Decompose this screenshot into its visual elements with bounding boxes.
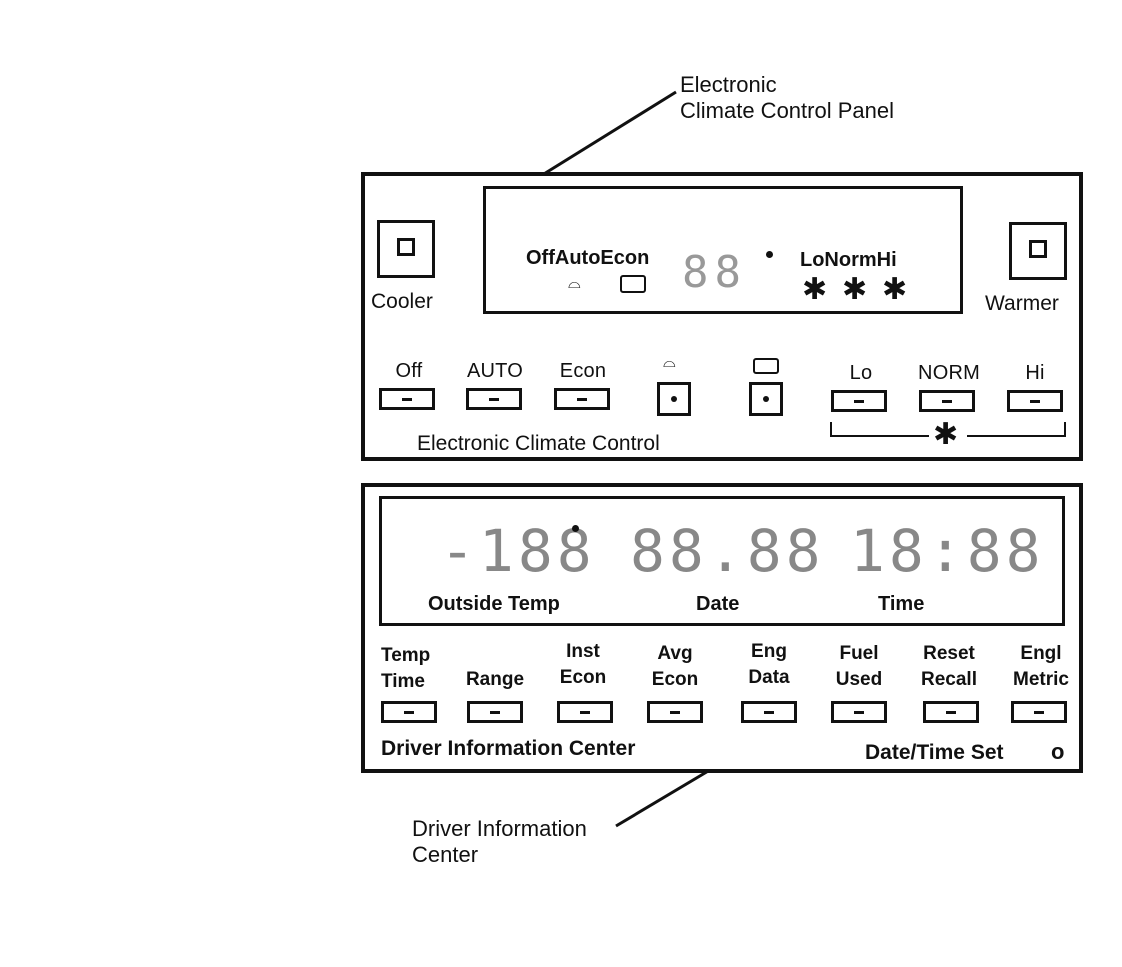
econ-button-label: Econ (559, 360, 607, 382)
reset-recall-button-label: Reset Recall (921, 643, 977, 690)
engl-metric-button[interactable] (1011, 701, 1067, 723)
outside-temp-digits: -188 (440, 517, 596, 585)
fan-group-icon: ✱ (933, 418, 959, 451)
norm-button-label: NORM (918, 362, 980, 384)
rear-defrost-button[interactable] (749, 382, 783, 416)
date-time-set-label: Date/Time Set (865, 741, 1004, 764)
hi-button-label: Hi (1025, 362, 1045, 384)
temp-time-button[interactable] (381, 701, 437, 723)
rear-defrost-button-icon (753, 358, 779, 374)
cooler-button[interactable] (377, 220, 435, 278)
driver-information-center-panel: -188 88.88 18:88 Outside Temp Date Time … (361, 483, 1083, 773)
avg-econ-button[interactable] (647, 701, 703, 723)
warmer-label: Warmer (985, 292, 1059, 315)
time-label: Time (878, 593, 925, 615)
fan-speed-text: LoNormHi (800, 249, 897, 271)
date-time-set-indicator[interactable]: o (1051, 739, 1065, 764)
inst-econ-button[interactable] (557, 701, 613, 723)
climate-control-panel: Cooler Warmer OffAutoEcon ⌓ 88 LoNormHi … (361, 172, 1083, 461)
dic-panel-title: Driver Information Center (381, 737, 636, 760)
eng-data-button-label: Eng Data (748, 641, 790, 688)
range-button[interactable] (467, 701, 523, 723)
degree-indicator (766, 251, 773, 258)
range-button-label: Range (465, 669, 525, 690)
dic-lcd-display: -188 88.88 18:88 Outside Temp Date Time (379, 496, 1065, 626)
auto-button-label: AUTO (467, 360, 523, 382)
callout-driver-information-center: Driver Information Center (412, 816, 587, 867)
bottom-arrow-line (615, 762, 721, 828)
cooler-label: Cooler (371, 290, 433, 313)
eng-data-button[interactable] (741, 701, 797, 723)
off-button-label: Off (395, 360, 423, 382)
windshield-defrost-button-icon: ⌓ (663, 354, 676, 371)
avg-econ-button-label: Avg Econ (651, 643, 699, 690)
climate-lcd-display: OffAutoEcon ⌓ 88 LoNormHi ✱ ✱ ✱ (483, 186, 963, 314)
climate-temp-digits: 88 (682, 247, 747, 298)
lo-button[interactable] (831, 390, 887, 412)
mode-indicator-text: OffAutoEcon (526, 247, 650, 269)
lo-button-label: Lo (849, 362, 873, 384)
callout-electronic-climate-control-panel: Electronic Climate Control Panel (680, 72, 894, 123)
time-digits: 18:88 (850, 517, 1045, 585)
fan-bracket (830, 422, 1066, 437)
engl-metric-button-label: Engl Metric (1013, 643, 1069, 690)
outside-temp-label: Outside Temp (428, 593, 560, 615)
inst-econ-button-label: Inst Econ (559, 641, 607, 688)
rear-defrost-icon (620, 275, 646, 293)
fan-lo-icon: ✱ (802, 273, 828, 306)
fan-hi-icon: ✱ (882, 273, 908, 306)
temp-time-button-label: Temp Time (381, 645, 431, 692)
hi-button[interactable] (1007, 390, 1063, 412)
off-button[interactable] (379, 388, 435, 410)
date-digits: 88.88 (630, 517, 825, 585)
auto-button[interactable] (466, 388, 522, 410)
date-label: Date (696, 593, 740, 615)
climate-panel-title: Electronic Climate Control (417, 432, 660, 455)
windshield-defrost-button[interactable] (657, 382, 691, 416)
windshield-defrost-icon: ⌓ (568, 275, 581, 292)
reset-recall-button[interactable] (923, 701, 979, 723)
norm-button[interactable] (919, 390, 975, 412)
outside-temp-degree-indicator (572, 525, 579, 532)
fuel-used-button-label: Fuel Used (835, 643, 883, 690)
econ-button[interactable] (554, 388, 610, 410)
warmer-button[interactable] (1009, 222, 1067, 280)
fan-norm-icon: ✱ (842, 273, 868, 306)
fuel-used-button[interactable] (831, 701, 887, 723)
